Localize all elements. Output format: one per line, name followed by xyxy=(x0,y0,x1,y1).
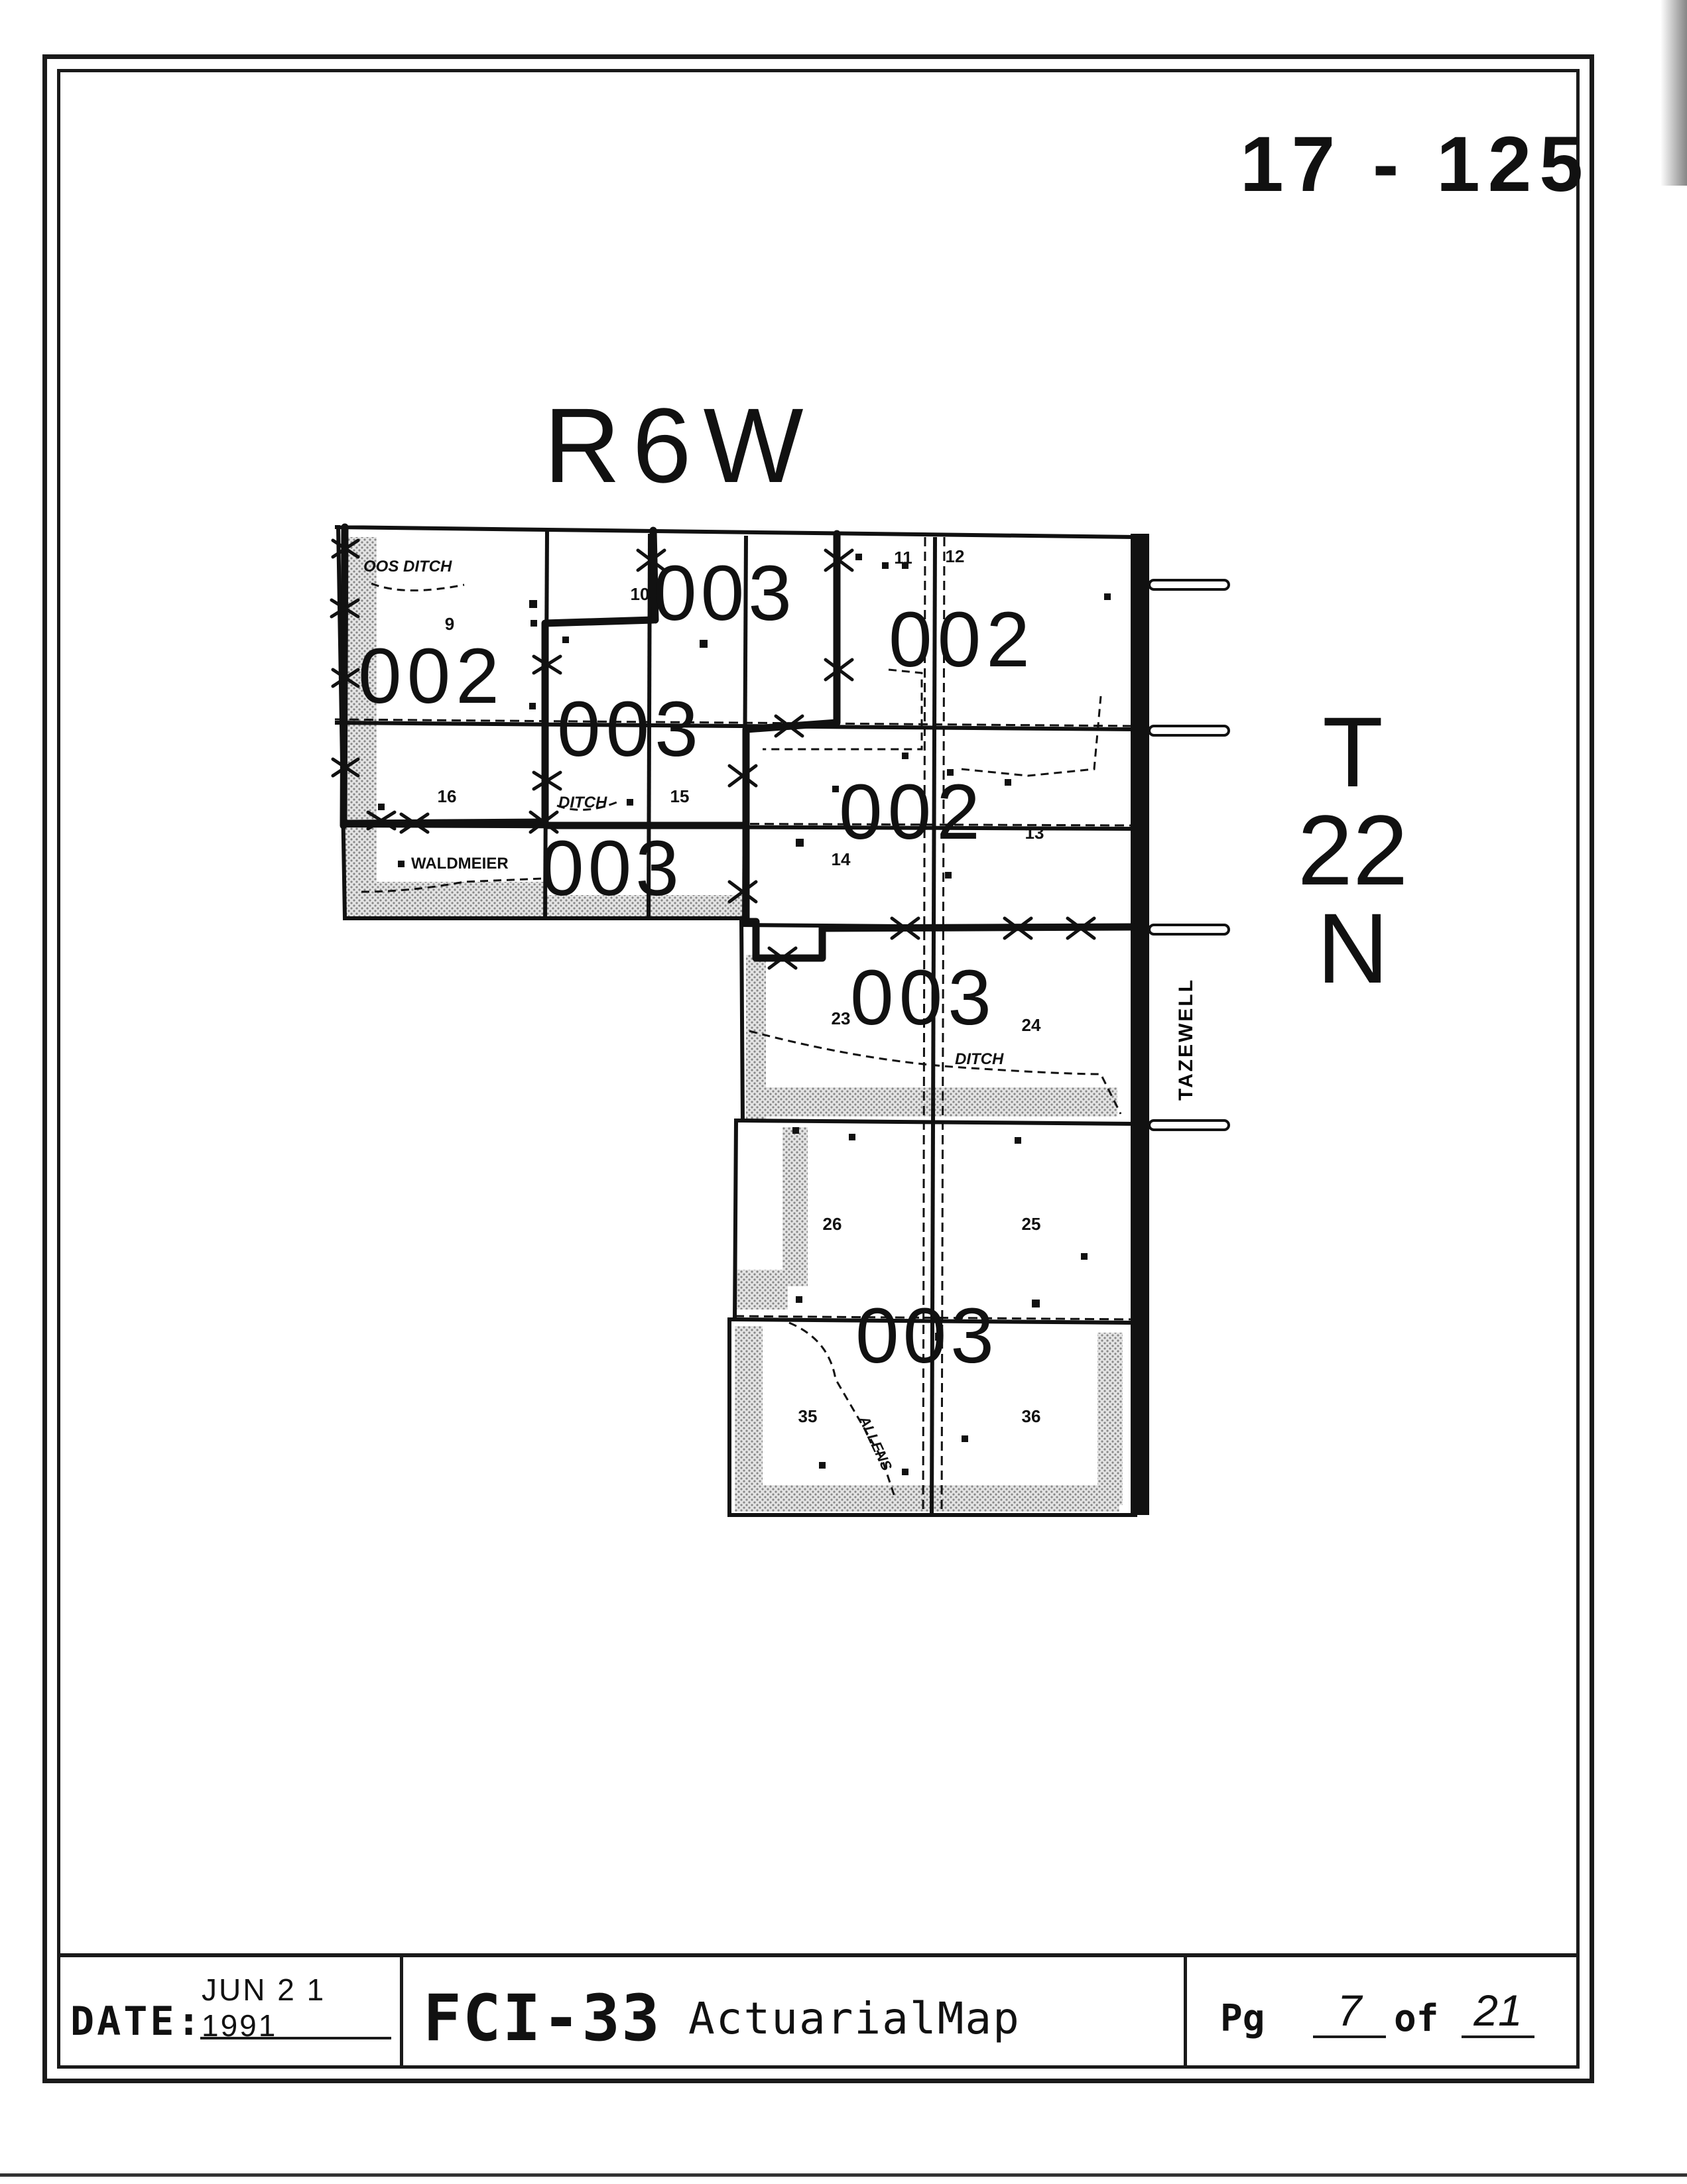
ditch-label: OOS DITCH xyxy=(363,558,452,576)
section-number: 9 xyxy=(445,614,454,634)
township-direction: N xyxy=(1316,892,1389,1004)
section-number: 24 xyxy=(1022,1015,1041,1035)
ditch-label: DITCH xyxy=(558,794,607,812)
section-number: 26 xyxy=(823,1214,842,1234)
county-label: TAZEWELL xyxy=(1175,978,1197,1101)
unit-code: 003 xyxy=(540,825,683,912)
section-number: 14 xyxy=(832,849,851,869)
ditch-label: ALLENS xyxy=(855,1413,895,1474)
unit-code: 003 xyxy=(855,1292,998,1380)
range-label: R6W xyxy=(544,386,816,505)
unit-code: 003 xyxy=(850,954,997,1042)
title-cell: FCI-33 ActuarialMap xyxy=(403,1957,1187,2069)
map-title: ActuarialMap xyxy=(688,1993,1021,2044)
inner-border xyxy=(57,69,1580,2069)
unit-code: 002 xyxy=(889,596,1035,684)
grid-line xyxy=(930,536,937,1516)
map-code: FCI-33 xyxy=(423,1981,661,2055)
date-cell: DATE: JUN 2 1 1991 xyxy=(57,1957,403,2069)
shaded-boundary-strips xyxy=(345,537,1123,1512)
section-number: 16 xyxy=(438,786,457,806)
section-number: 25 xyxy=(1022,1214,1041,1234)
grid-line xyxy=(647,533,652,919)
title-block: DATE: JUN 2 1 1991 FCI-33 ActuarialMap P… xyxy=(57,1953,1580,2069)
boundary-x-marks xyxy=(330,538,1096,970)
unit-code: 003 xyxy=(557,686,704,773)
section-number: 13 xyxy=(1025,823,1044,843)
scan-edge-mark xyxy=(1660,0,1687,186)
ditch-label: DITCH xyxy=(955,1050,1004,1068)
ditch-label: WALDMEIER xyxy=(411,855,509,873)
grid-line xyxy=(334,721,1136,731)
county-road-stubs xyxy=(1148,579,1230,1131)
unit-code: 003 xyxy=(653,550,796,637)
section-number: 23 xyxy=(832,1008,851,1028)
ditches xyxy=(361,582,1122,1499)
date-label: DATE: xyxy=(70,1998,204,2045)
section-number: 15 xyxy=(670,786,690,806)
date-underline xyxy=(200,2037,391,2039)
township-letter: T xyxy=(1322,696,1383,808)
township-number: 22 xyxy=(1297,794,1408,906)
page-total: 21 xyxy=(1462,1985,1534,2038)
unit-code: 002 xyxy=(839,768,985,856)
unit-code: 002 xyxy=(358,633,505,720)
farmstead-markers xyxy=(378,554,1111,1475)
unit-boundaries xyxy=(340,523,1138,962)
page-cell: Pg 7 of 21 xyxy=(1187,1957,1580,2069)
date-value: JUN 2 1 1991 xyxy=(202,1972,326,2043)
section-number: 10 xyxy=(631,584,650,604)
section-number: 36 xyxy=(1022,1406,1041,1426)
township-label: T 22 N xyxy=(1273,696,1432,1004)
section-number: 35 xyxy=(798,1406,818,1426)
outer-border xyxy=(42,54,1594,2083)
grid-line xyxy=(734,1317,1136,1325)
section-number: 12 xyxy=(946,546,965,566)
page-label: Pg xyxy=(1220,1997,1265,2040)
section-number: 11 xyxy=(894,548,912,568)
grid-line xyxy=(742,1119,1136,1126)
page-number: 7 xyxy=(1313,1985,1386,2038)
page-of-label: of xyxy=(1394,1997,1439,2040)
scan-bottom-edge xyxy=(0,2173,1687,2177)
map-id: 17 - 125 xyxy=(1240,121,1591,208)
county-border-line xyxy=(1131,534,1149,1515)
